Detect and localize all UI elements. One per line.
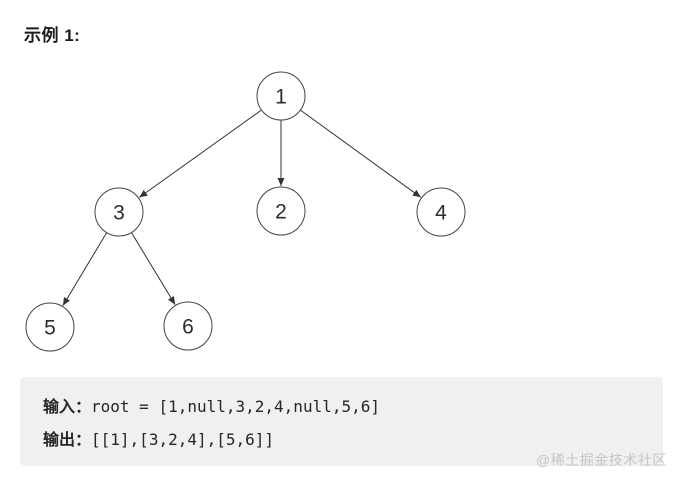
tree-node-circle bbox=[256, 186, 306, 236]
tree-node-label: 1 bbox=[275, 86, 287, 109]
tree-node-5: 5 bbox=[25, 302, 75, 352]
example-io-box: 输入：root = [1,null,3,2,4,null,5,6] 输出：[[1… bbox=[20, 377, 663, 466]
tree-node-4: 4 bbox=[416, 187, 466, 237]
tree-node-label: 2 bbox=[275, 201, 287, 224]
tree-node-circle bbox=[256, 71, 306, 121]
output-label: 输出： bbox=[43, 430, 92, 449]
tree-node-label: 5 bbox=[44, 317, 56, 340]
tree-edge-1-3 bbox=[139, 109, 262, 198]
tree-node-circle bbox=[163, 301, 213, 351]
tree-node-label: 4 bbox=[435, 202, 447, 225]
tree-node-label: 6 bbox=[182, 316, 194, 339]
input-value: root = [1,null,3,2,4,null,5,6] bbox=[91, 397, 380, 416]
tree-edges bbox=[62, 109, 422, 306]
output-line: 输出：[[1],[3,2,4],[5,6]] bbox=[43, 423, 663, 456]
tree-node-3: 3 bbox=[94, 187, 144, 237]
tree-edge-1-4 bbox=[300, 109, 422, 198]
tree-node-circle bbox=[416, 187, 466, 237]
output-value: [[1],[3,2,4],[5,6]] bbox=[91, 430, 275, 449]
watermark: @稀土掘金技术社区 bbox=[536, 452, 667, 468]
tree-edge-3-5 bbox=[62, 232, 108, 306]
tree-edge-3-6 bbox=[130, 232, 176, 305]
input-label: 输入： bbox=[43, 397, 92, 416]
tree-node-1: 1 bbox=[256, 71, 306, 121]
input-line: 输入：root = [1,null,3,2,4,null,5,6] bbox=[43, 390, 663, 423]
tree-node-label: 3 bbox=[113, 202, 125, 225]
tree-node-2: 2 bbox=[256, 186, 306, 236]
tree-node-circle bbox=[25, 302, 75, 352]
tree-node-6: 6 bbox=[163, 301, 213, 351]
example-title: 示例 1: bbox=[24, 26, 81, 45]
tree-node-circle bbox=[94, 187, 144, 237]
tree-nodes: 1 3 2 4 5 6 bbox=[25, 71, 466, 352]
